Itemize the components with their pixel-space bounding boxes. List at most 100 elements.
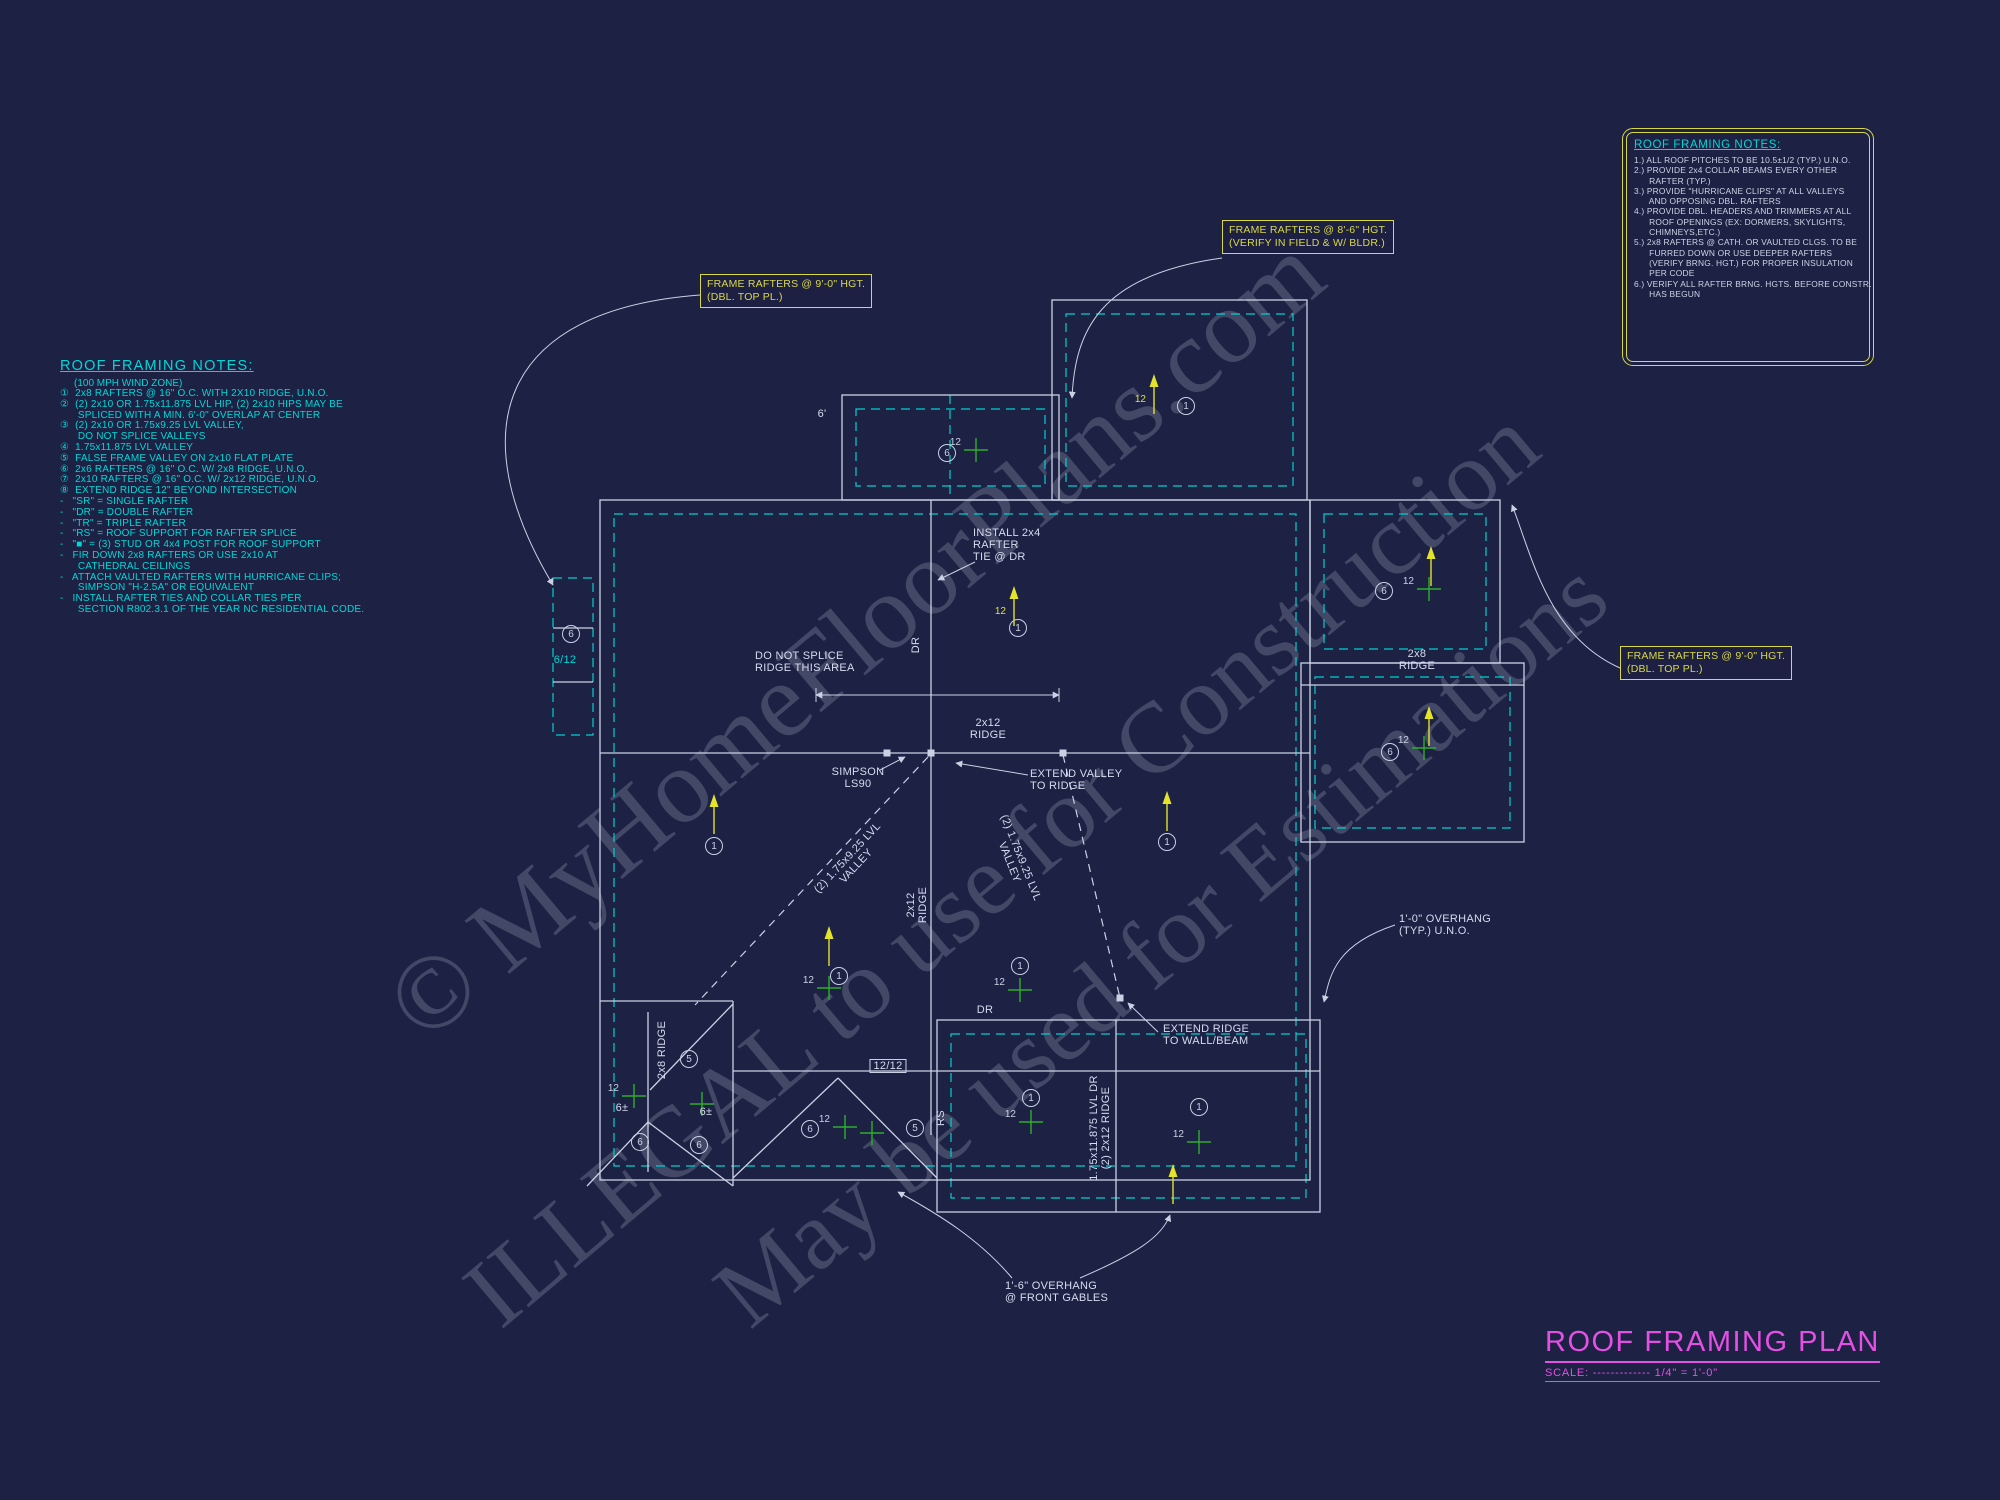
svg-text:1: 1 bbox=[1196, 1102, 1202, 1113]
circle-marker: 6 bbox=[690, 1136, 708, 1154]
leader-lines bbox=[504, 257, 1621, 1279]
note-line: - "■" = (3) STUD OR 4x4 POST FOR ROOF SU… bbox=[60, 539, 321, 551]
callout-frame-rafters-8ft6-top: FRAME RAFTERS @ 8'-6" HGT. (VERIFY IN FI… bbox=[1222, 220, 1395, 254]
notes-box-inner-border: ROOF FRAMING NOTES: 1.) ALL ROOF PITCHES… bbox=[1626, 132, 1872, 362]
circle-marker: 1 bbox=[1022, 1089, 1040, 1107]
dimension-line bbox=[815, 688, 1060, 702]
note-line: ① 2x8 RAFTERS @ 16" O.C. WITH 2X10 RIDGE… bbox=[60, 388, 329, 399]
note-line: ⑧ EXTEND RIDGE 12" BEYOND INTERSECTION bbox=[60, 485, 298, 497]
note-line: ③ (2) 2x10 OR 1.75x9.25 LVL VALLEY, bbox=[60, 420, 244, 432]
svg-text:12: 12 bbox=[803, 975, 815, 986]
svg-text:1: 1 bbox=[1028, 1093, 1034, 1104]
callout-line: FRAME RAFTERS @ 8'-6" HGT. bbox=[1229, 224, 1388, 236]
cross-marker bbox=[860, 1121, 884, 1145]
svg-text:6: 6 bbox=[1387, 747, 1393, 758]
note-line: PER CODE bbox=[1634, 268, 1695, 279]
note-line: 2.) PROVIDE 2x4 COLLAR BEAMS EVERY OTHER bbox=[1634, 165, 1838, 176]
callout-line: (VERIFY IN FIELD & W/ BLDR.) bbox=[1229, 237, 1385, 249]
cross-marker: 12 bbox=[819, 1114, 857, 1139]
circle-marker: 6 bbox=[562, 625, 580, 643]
left-notes-subtitle: (100 MPH WIND ZONE) bbox=[74, 378, 183, 389]
svg-text:1: 1 bbox=[1183, 401, 1189, 412]
arrow-marker bbox=[1424, 706, 1434, 746]
cross-marker: 12 bbox=[608, 1083, 646, 1108]
note-line: ② (2) 2x10 OR 1.75x11.875 LVL HIP, (2) 2… bbox=[60, 398, 343, 410]
note-line: (VERIFY BRNG. HGT.) FOR PROPER INSULATIO… bbox=[1634, 257, 1853, 268]
cross-marker: 12 bbox=[1173, 1129, 1211, 1154]
note-line: HAS BEGUN bbox=[1634, 288, 1701, 299]
note-line: ROOF OPENINGS (EX: DORMERS, SKYLIGHTS, bbox=[1634, 216, 1846, 227]
svg-text:5: 5 bbox=[686, 1054, 692, 1065]
callout-line: (DBL. TOP PL.) bbox=[1627, 663, 1703, 675]
note-line: - "DR" = DOUBLE RAFTER bbox=[60, 506, 194, 518]
cross-marker bbox=[690, 1092, 714, 1116]
svg-text:12: 12 bbox=[1005, 1109, 1017, 1120]
note-line: 6.) VERIFY ALL RAFTER BRNG. HGTS. BEFORE… bbox=[1634, 278, 1872, 289]
callout-line: FRAME RAFTERS @ 9'-0" HGT. bbox=[1627, 650, 1786, 662]
svg-text:6: 6 bbox=[637, 1137, 643, 1148]
svg-text:1: 1 bbox=[1015, 623, 1021, 634]
svg-text:1: 1 bbox=[836, 971, 842, 982]
svg-text:12: 12 bbox=[1135, 394, 1147, 405]
title-block: ROOF FRAMING PLAN SCALE: ------------- 1… bbox=[1545, 1326, 1880, 1382]
cross-marker: 12 bbox=[1403, 576, 1441, 601]
cross-marker: 12 bbox=[994, 977, 1032, 1002]
circle-marker: 6 bbox=[1375, 582, 1393, 600]
circle-marker: 1 bbox=[1190, 1098, 1208, 1116]
notes-box-title: ROOF FRAMING NOTES: bbox=[1634, 139, 1781, 151]
cross-marker: 12 bbox=[1005, 1109, 1043, 1134]
svg-text:12: 12 bbox=[1173, 1129, 1185, 1140]
callout-line: (DBL. TOP PL.) bbox=[707, 291, 783, 303]
cross-marker: 12 bbox=[1398, 735, 1436, 760]
note-line: CATHEDRAL CEILINGS bbox=[60, 560, 191, 572]
sheet-scale: SCALE: ------------- 1/4" = 1'-0" bbox=[1545, 1367, 1880, 1382]
circle-marker: 6 bbox=[801, 1120, 819, 1138]
note-line: RAFTER (TYP.) bbox=[1634, 175, 1711, 186]
svg-text:1: 1 bbox=[1164, 837, 1170, 848]
svg-text:6: 6 bbox=[696, 1140, 702, 1151]
note-line: - "TR" = TRIPLE RAFTER bbox=[60, 517, 186, 529]
callout-frame-rafters-9ft-left: FRAME RAFTERS @ 9'-0" HGT. (DBL. TOP PL.… bbox=[700, 274, 873, 308]
arrow-marker: 12 bbox=[1135, 374, 1159, 414]
arrow-marker bbox=[1162, 791, 1172, 831]
square-marker bbox=[1116, 994, 1124, 1002]
circle-marker: 6 bbox=[938, 444, 956, 462]
circle-marker: 6 bbox=[1381, 743, 1399, 761]
wall-lines bbox=[553, 299, 1525, 1213]
left-notes-lines: ① 2x8 RAFTERS @ 16" O.C. WITH 2X10 RIDGE… bbox=[60, 388, 480, 616]
valley-lines bbox=[694, 754, 1121, 1006]
note-line: - FIR DOWN 2x8 RAFTERS OR USE 2x10 AT bbox=[60, 549, 279, 561]
arrow-marker bbox=[1426, 546, 1436, 586]
svg-text:6: 6 bbox=[944, 448, 950, 459]
svg-text:12: 12 bbox=[995, 606, 1007, 617]
circle-marker: 5 bbox=[906, 1119, 924, 1137]
circle-marker: 1 bbox=[1177, 397, 1195, 415]
svg-text:1: 1 bbox=[711, 841, 717, 852]
note-line: DO NOT SPLICE VALLEYS bbox=[60, 431, 206, 443]
circle-marker: 1 bbox=[830, 967, 848, 985]
note-line: ⑦ 2x10 RAFTERS @ 16" O.C. W/ 2x12 RIDGE,… bbox=[60, 474, 319, 486]
svg-text:12: 12 bbox=[819, 1114, 831, 1125]
circle-marker: 1 bbox=[1009, 619, 1027, 637]
note-line: 4.) PROVIDE DBL. HEADERS AND TRIMMERS AT… bbox=[1634, 206, 1852, 217]
note-line: SPLICED WITH A MIN. 6'-0" OVERLAP AT CEN… bbox=[60, 409, 321, 421]
circle-marker: 1 bbox=[1158, 833, 1176, 851]
svg-text:12: 12 bbox=[1398, 735, 1410, 746]
note-line: - "RS" = ROOF SUPPORT FOR RAFTER SPLICE bbox=[60, 528, 297, 540]
sheet-title: ROOF FRAMING PLAN bbox=[1545, 1326, 1880, 1363]
svg-text:1: 1 bbox=[1017, 961, 1023, 972]
note-line: ⑥ 2x6 RAFTERS @ 16" O.C. W/ 2x8 RIDGE, U… bbox=[60, 463, 308, 475]
circle-marker: 5 bbox=[680, 1050, 698, 1068]
svg-text:6: 6 bbox=[807, 1124, 813, 1135]
circle-marker: 1 bbox=[705, 837, 723, 855]
roof-framing-notes-left: ROOF FRAMING NOTES: (100 MPH WIND ZONE) … bbox=[60, 358, 480, 616]
callout-line: FRAME RAFTERS @ 9'-0" HGT. bbox=[707, 278, 866, 290]
note-line: - INSTALL RAFTER TIES AND COLLAR TIES PE… bbox=[60, 593, 302, 605]
note-line: 5.) 2x8 RAFTERS @ CATH. OR VAULTED CLGS.… bbox=[1634, 237, 1858, 248]
svg-text:12: 12 bbox=[608, 1083, 620, 1094]
cross-marker: 12 bbox=[950, 437, 988, 462]
circle-marker: 6 bbox=[631, 1133, 649, 1151]
square-marker bbox=[927, 749, 935, 757]
note-line: 1.) ALL ROOF PITCHES TO BE 10.5±1/2 (TYP… bbox=[1634, 155, 1851, 165]
